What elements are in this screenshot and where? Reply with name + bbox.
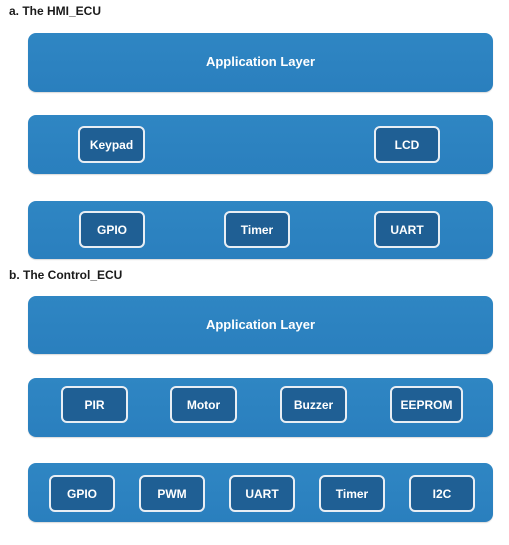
hmi-mcal-layer: GPIO Timer UART	[28, 201, 493, 259]
control-module-gpio: GPIO	[49, 475, 115, 512]
control-application-layer: Application Layer	[28, 296, 493, 354]
hmi-hal-layer: Keypad LCD	[28, 115, 493, 174]
control-module-buzzer: Buzzer	[280, 386, 347, 423]
control-hal-layer: PIR Motor Buzzer EEPROM	[28, 378, 493, 437]
hmi-ecu-title: a. The HMI_ECU	[9, 4, 102, 18]
control-module-pir: PIR	[61, 386, 128, 423]
control-application-layer-label: Application Layer	[205, 317, 316, 332]
control-module-eeprom: EEPROM	[390, 386, 463, 423]
hmi-module-gpio: GPIO	[79, 211, 145, 248]
control-module-i2c: I2C	[409, 475, 475, 512]
control-ecu-title: b. The Control_ECU	[9, 268, 123, 282]
hmi-module-keypad: Keypad	[78, 126, 145, 163]
hmi-module-uart: UART	[374, 211, 440, 248]
hmi-module-timer: Timer	[224, 211, 290, 248]
control-module-uart: UART	[229, 475, 295, 512]
control-mcal-layer: GPIO PWM UART Timer I2C	[28, 463, 493, 522]
hmi-module-lcd: LCD	[374, 126, 440, 163]
hmi-application-layer-label: Application Layer	[205, 54, 316, 69]
hmi-application-layer: Application Layer	[28, 33, 493, 92]
control-module-pwm: PWM	[139, 475, 205, 512]
control-module-motor: Motor	[170, 386, 237, 423]
control-module-timer: Timer	[319, 475, 385, 512]
